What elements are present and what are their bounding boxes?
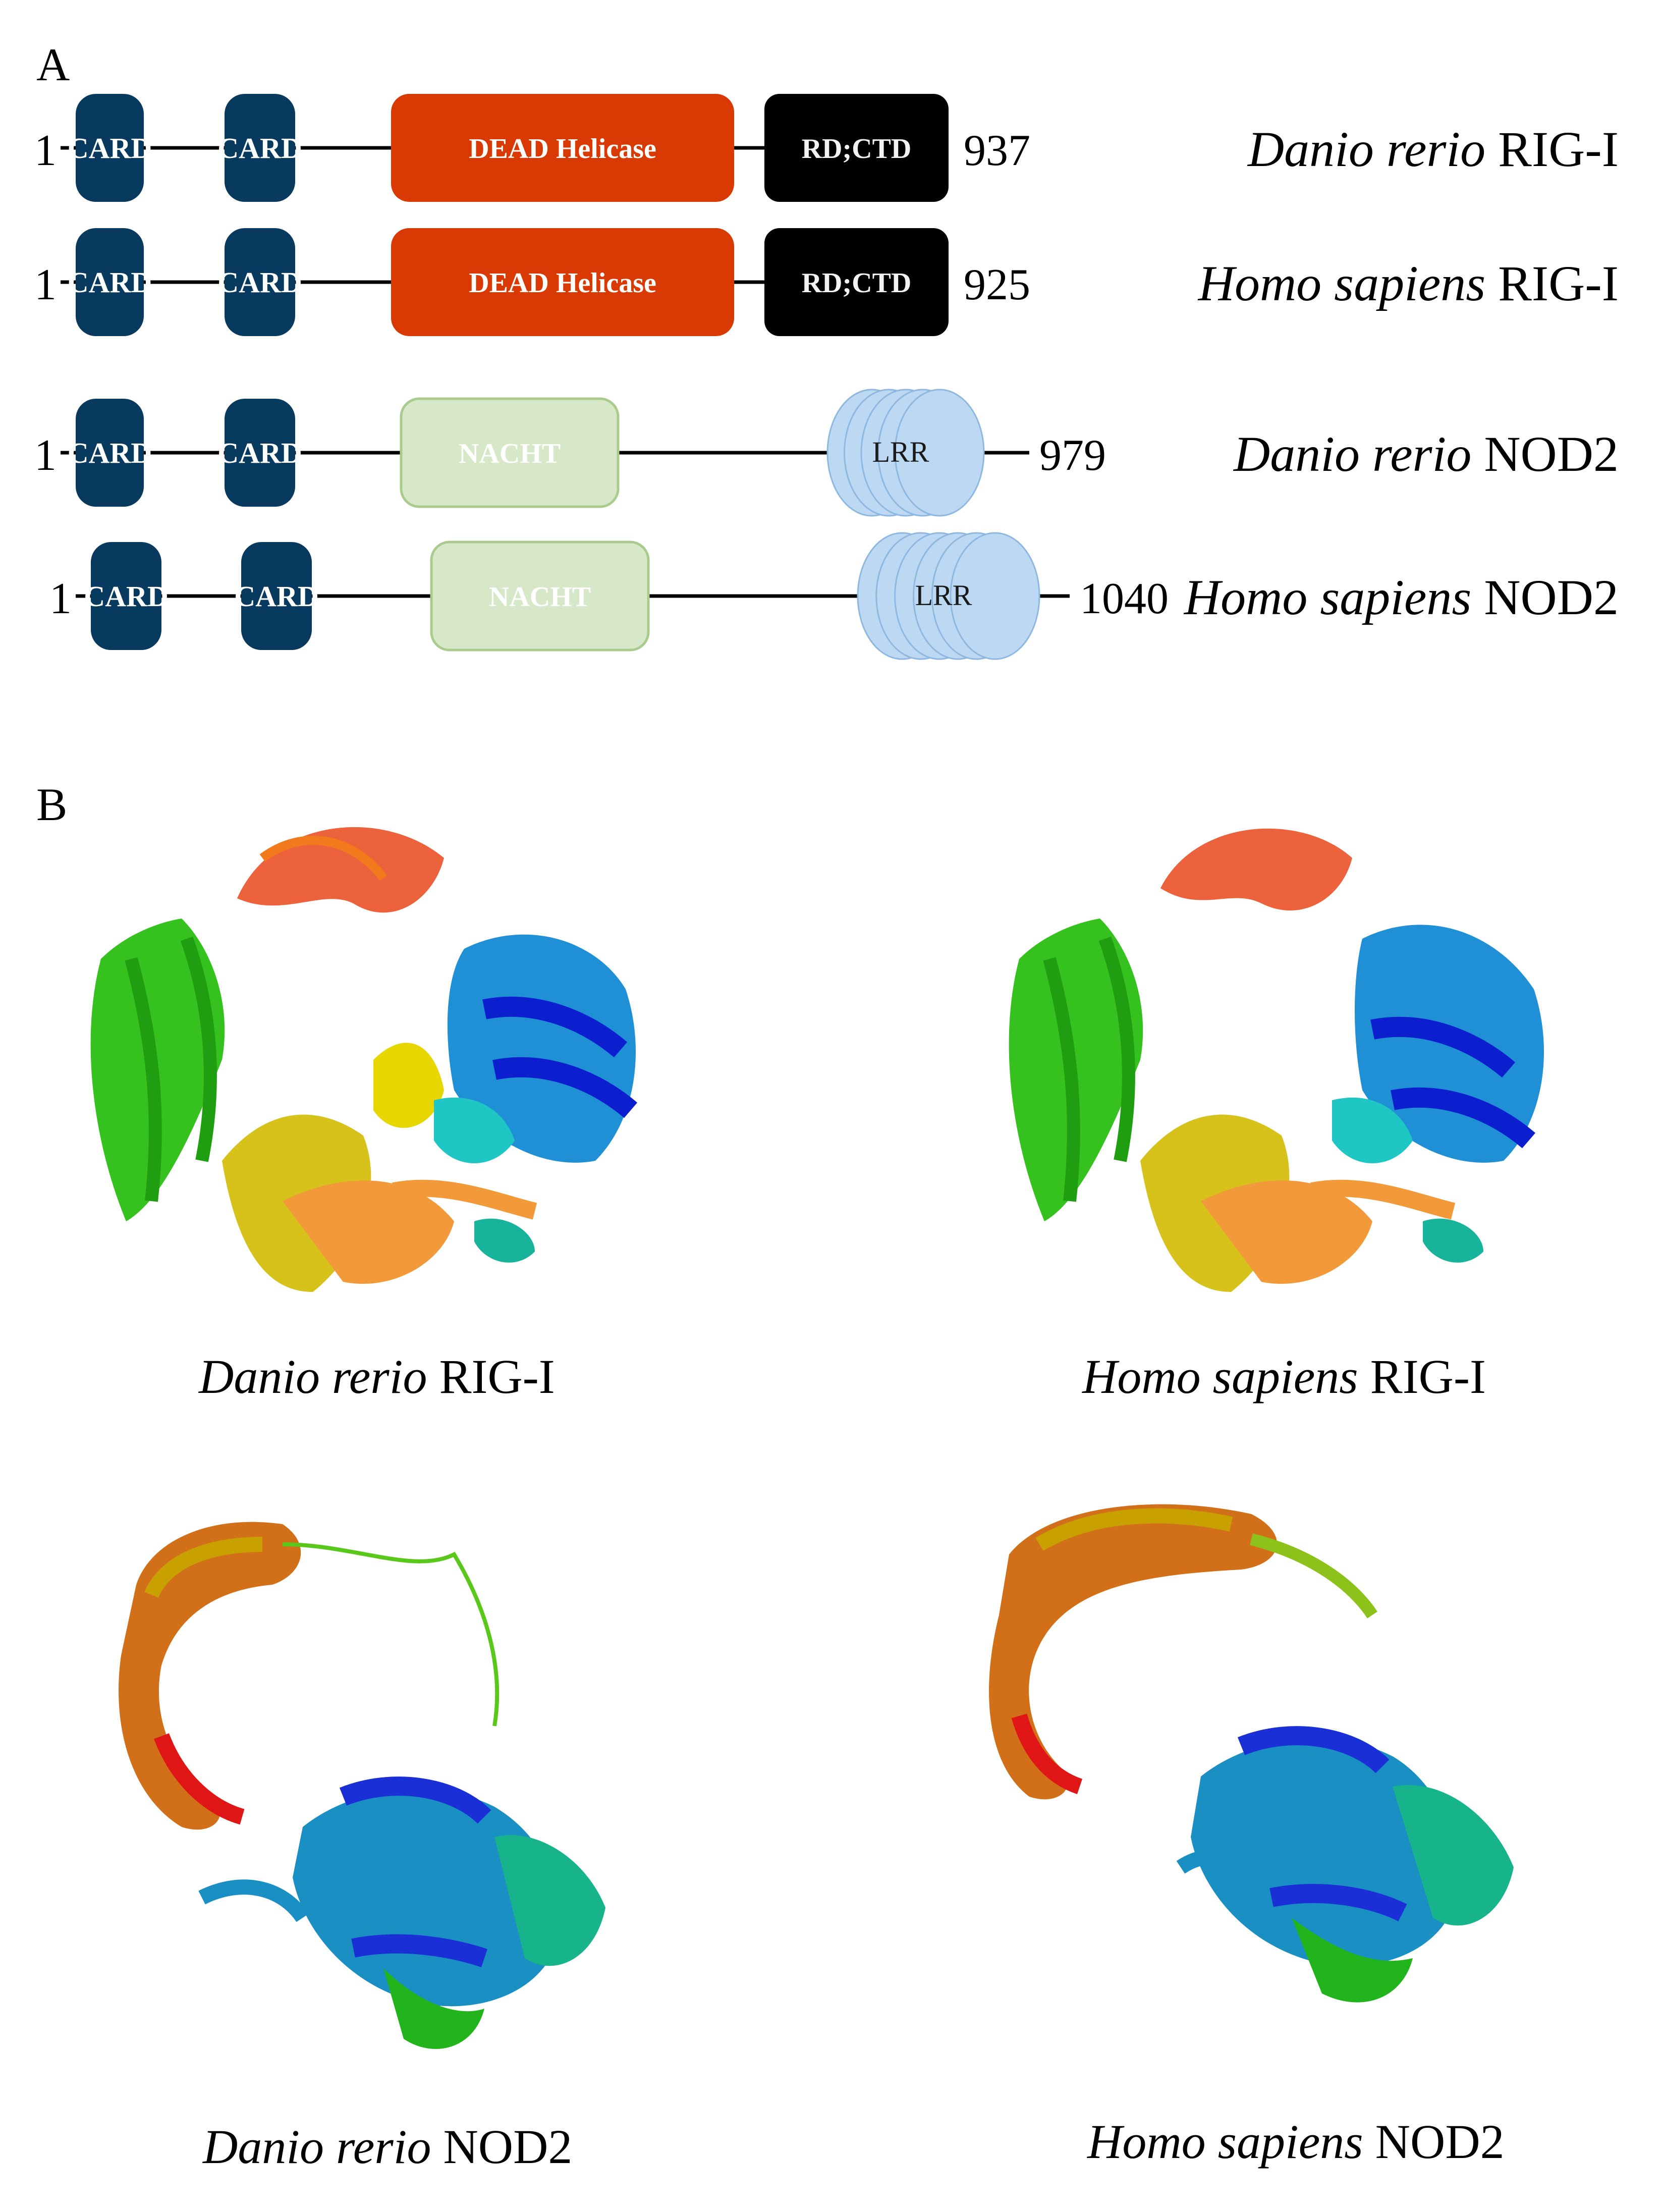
card-domain-label: CARD	[84, 580, 169, 613]
nacht-domain	[400, 397, 620, 508]
ctd-domain-label: RD;CTD	[802, 267, 912, 299]
card-domain-label: CARD	[217, 266, 302, 299]
card-domain	[225, 399, 295, 507]
helicase-domain-label: DEAD Helicase	[469, 133, 656, 165]
card-domain-label: CARD	[234, 580, 319, 613]
protein-row-1: 1 925 CARD CARD DEAD Helicase RD;CTD	[34, 228, 1030, 336]
caption-homo-nod2: Homo sapiens NOD2	[1087, 2115, 1505, 2169]
card-domain-label: CARD	[68, 266, 152, 299]
nacht-domain-label: NACHT	[489, 581, 591, 613]
lrr-repeat	[894, 389, 985, 517]
ctd-domain	[764, 94, 949, 202]
start-residue-label: 1	[34, 260, 57, 309]
helicase-domain	[391, 94, 734, 202]
homo-nod2-structure	[989, 1504, 1514, 2003]
homo-rig-i-structure	[1009, 828, 1544, 1292]
panel-a-label: A	[36, 39, 70, 90]
protein-row-2: 1 979 CARD CARD NACHT LRR	[34, 389, 1106, 517]
structure-renderings	[90, 827, 1544, 2049]
end-residue-label: 979	[1039, 431, 1106, 480]
card-domain	[225, 94, 295, 202]
row-label-danio-rig-i: Danio rerio RIG-I	[1247, 121, 1619, 177]
danio-rig-i-structure	[90, 827, 638, 1292]
caption-danio-rig-i: Danio rerio RIG-I	[199, 1350, 555, 1404]
card-domain	[225, 228, 295, 336]
lrr-label: LRR	[915, 579, 972, 612]
protein-row-3: 1 1040 CARD CARD NACHT LRR	[49, 532, 1169, 660]
start-residue-label: 1	[49, 574, 72, 623]
caption-danio-nod2: Danio rerio NOD2	[203, 2120, 573, 2174]
nacht-domain-label: NACHT	[459, 438, 561, 469]
card-domain	[76, 94, 144, 202]
lrr-label: LRR	[872, 436, 929, 468]
ctd-domain	[764, 228, 949, 336]
row-label-homo-nod2: Homo sapiens NOD2	[1184, 569, 1619, 625]
protein-row-0: 1 937 CARD CARD DEAD Helicase RD;CTD	[34, 94, 1030, 202]
caption-homo-rig-i: Homo sapiens RIG-I	[1082, 1350, 1486, 1404]
end-residue-label: 925	[964, 260, 1030, 309]
helicase-domain	[391, 228, 734, 336]
danio-nod2-structure	[119, 1522, 605, 2049]
card-domain-label: CARD	[68, 437, 152, 469]
card-domain-label: CARD	[68, 132, 152, 165]
card-domain	[241, 542, 312, 650]
start-residue-label: 1	[34, 431, 57, 480]
start-residue-label: 1	[34, 126, 57, 175]
card-domain-label: CARD	[217, 132, 302, 165]
ctd-domain-label: RD;CTD	[802, 133, 912, 165]
card-domain	[91, 542, 161, 650]
card-domain-label: CARD	[217, 437, 302, 469]
row-label-homo-rig-i: Homo sapiens RIG-I	[1198, 255, 1619, 311]
row-label-danio-nod2: Danio rerio NOD2	[1234, 426, 1619, 482]
card-domain	[76, 399, 144, 507]
helicase-domain-label: DEAD Helicase	[469, 267, 656, 299]
card-domain	[76, 228, 144, 336]
nacht-domain	[430, 541, 650, 652]
panel-b-label: B	[36, 779, 68, 830]
end-residue-label: 1040	[1080, 574, 1169, 623]
end-residue-label: 937	[964, 126, 1030, 175]
lrr-repeat	[950, 532, 1040, 660]
